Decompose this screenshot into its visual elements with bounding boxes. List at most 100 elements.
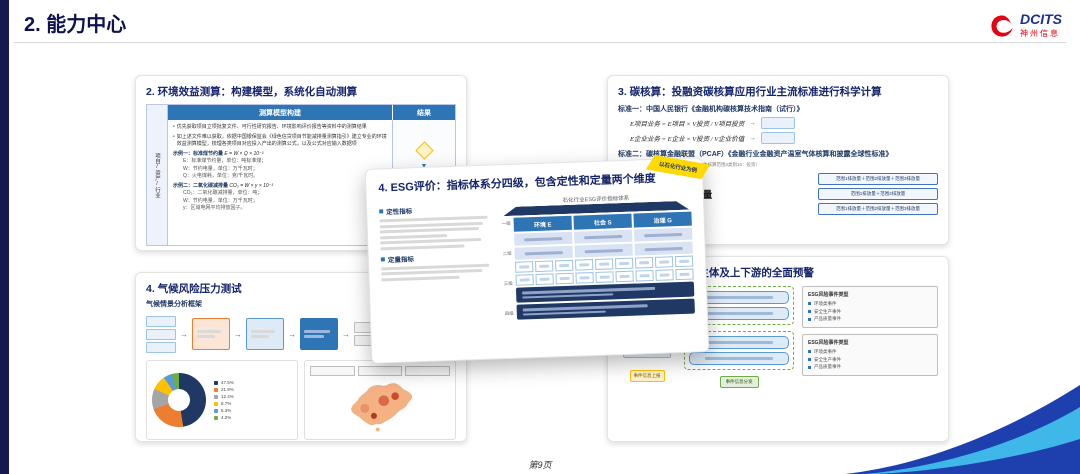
logo-subtitle-text: 神州信息 — [1020, 29, 1060, 38]
flow-input-box — [146, 328, 176, 340]
event-type-panel-title: ESG风险事件类型 — [808, 339, 849, 346]
pie-legend-item: 4.2% — [214, 415, 234, 420]
text-line-skeleton — [380, 244, 465, 250]
flow-stage-orange — [192, 318, 230, 350]
text-line-skeleton — [304, 330, 330, 333]
carbon-formula-2-row: E企业业务 = E企业 × V投资 / V企业价值 → — [630, 132, 938, 144]
env-example-1-formula: E = W × Q × 10⁻³ — [224, 150, 264, 157]
china-heatmap — [351, 383, 413, 432]
map-filter-box — [310, 366, 355, 376]
carbon-scope-boxes: 范围1排放量＋范围2排放量＋范围3排放量 范围1排放量＋范围2排放量 范围1排放… — [818, 173, 938, 215]
donut-chart — [152, 373, 206, 427]
text-line-skeleton — [579, 263, 590, 267]
text-line-skeleton — [704, 357, 774, 360]
warning-process-column: 事件信息分发 — [684, 286, 794, 388]
legend-color-dot — [214, 387, 218, 392]
esg-cell — [595, 271, 614, 283]
env-table-side-label: 项目/资产/行业 — [146, 104, 168, 246]
heat-patch — [370, 412, 377, 419]
text-line-skeleton — [380, 237, 482, 245]
event-type-panel: ESG风险事件类型 环境类事件 安全生产事件 产品质量事件 — [802, 286, 938, 328]
carbon-standard-2: 标准二：碳核算金融联盟（PCAF）《金融行业金融资产温室气体核算和披露全球性标准… — [618, 151, 893, 158]
climate-flow-diagram: → → → → — [146, 312, 456, 356]
legend-color-dot — [214, 380, 218, 385]
level-label: 一级 — [501, 220, 511, 227]
flow-stage-blue — [246, 318, 284, 350]
text-line-skeleton — [659, 273, 670, 277]
esg-cell — [574, 229, 633, 244]
env-header-result: 结果 — [392, 105, 455, 120]
formula-output-box — [760, 132, 795, 144]
esg-definitions-column: 定性指标 定量指标 — [379, 199, 495, 325]
text-line-skeleton — [584, 248, 623, 253]
env-bullet-1: • 优先获取项目立项批复文件、可行性研究报告、环境影响评价报告等资料中的测算结果 — [173, 124, 387, 132]
bullet-dot: • — [173, 133, 175, 140]
text-line-skeleton — [380, 233, 448, 239]
left-accent-bar — [0, 0, 9, 474]
esg-grid: 环境 E 社会 S 治理 G — [513, 211, 695, 320]
carbon-standard-1: 标准一：中国人民银行《金融机构碳核算技术指南（试行）》 — [618, 106, 804, 113]
esg-cell — [633, 227, 693, 242]
logo-brand-text: DCITS — [1020, 11, 1062, 27]
text-line-skeleton — [522, 286, 655, 295]
pillar-social: 社会 S — [573, 213, 632, 230]
event-dispatch-box: 事件信息分发 — [719, 376, 759, 388]
text-line-skeleton — [381, 268, 483, 276]
legend-color-dot — [214, 415, 218, 420]
heat-patch — [391, 392, 399, 400]
legend-percent: 5.3% — [221, 408, 232, 413]
esg-cell — [555, 272, 574, 285]
env-table-header-row: 测算模型构建 结果 — [168, 105, 455, 120]
legend-color-dot — [214, 408, 218, 413]
right-arrow-icon: → — [749, 134, 756, 142]
text-line-skeleton — [644, 246, 683, 251]
square-bullet-icon — [379, 209, 384, 214]
env-example-2-label: 示例二：二氧化碳减排量 — [173, 182, 229, 189]
corner-swoosh-decoration — [845, 385, 1080, 474]
text-line-skeleton — [584, 234, 623, 239]
legend-percent: 4.2% — [221, 415, 232, 420]
text-line-skeleton — [524, 236, 563, 241]
text-line-skeleton — [679, 259, 689, 263]
card-environment-title: 2. 环境效益测算：构建模型，系统化自动测算 — [146, 86, 358, 98]
pie-legend-item: 8.7% — [214, 401, 234, 406]
esg-cell — [574, 243, 633, 258]
text-line-skeleton — [519, 278, 530, 282]
decision-diamond-icon — [414, 140, 434, 160]
esg-cell — [515, 261, 534, 273]
esg-cell — [655, 269, 674, 281]
dcits-swoosh-icon — [991, 14, 1013, 37]
text-line-skeleton — [522, 292, 614, 299]
square-bullet-icon — [380, 256, 385, 261]
event-type-panel: ESG风险事件类型 环境类事件 安全生产事件 产品质量事件 — [802, 333, 938, 376]
text-line-skeleton — [522, 310, 606, 316]
carbon-formula-2: E企业业务 = E企业 × V投资 / V企业价值 — [630, 136, 745, 143]
text-line-skeleton — [251, 335, 270, 338]
text-line-skeleton — [599, 275, 610, 279]
level-label: 三级 — [503, 280, 513, 287]
legend-percent: 8.7% — [221, 401, 232, 406]
text-line-skeleton — [522, 304, 648, 312]
exposure-pie-panel: 47.5% 21.9% 12.4% 8.7% 5.3% 4.2% — [146, 360, 298, 440]
text-line-skeleton — [704, 312, 774, 315]
scope-box-3: 范围1排放量＋范围2排放量＋范围3排放量 — [818, 203, 938, 215]
text-line-skeleton — [197, 330, 221, 333]
scope-box-2: 范围1排放量＋范围2排放量 — [818, 188, 938, 200]
event-type-item: 环境类事件 — [808, 300, 932, 308]
text-line-skeleton — [659, 260, 669, 264]
env-ex2-note-1: CO₂：二氧化碳减排量，单位：吨； — [183, 190, 263, 196]
level-label: 二级 — [502, 250, 512, 257]
env-bullet-1-text: 优先获取项目立项批复文件、可行性研究报告、环境影响评价报告等资料中的测算结果 — [176, 124, 367, 130]
pie-legend-item: 47.5% — [214, 380, 234, 385]
text-line-skeleton — [619, 275, 630, 278]
event-type-item: 产品质量事件 — [808, 363, 932, 371]
esg-cell — [574, 259, 594, 271]
right-arrow-icon: → — [288, 329, 296, 339]
map-filter-box — [357, 366, 403, 376]
env-ex1-note-3: Q：火电煤耗，单位：克/千瓦时。 — [183, 173, 259, 179]
legend-percent: 12.4% — [221, 394, 234, 399]
process-group — [684, 331, 794, 370]
text-line-skeleton — [579, 276, 590, 280]
esg-cell — [654, 256, 674, 268]
esg-cell — [514, 245, 573, 260]
